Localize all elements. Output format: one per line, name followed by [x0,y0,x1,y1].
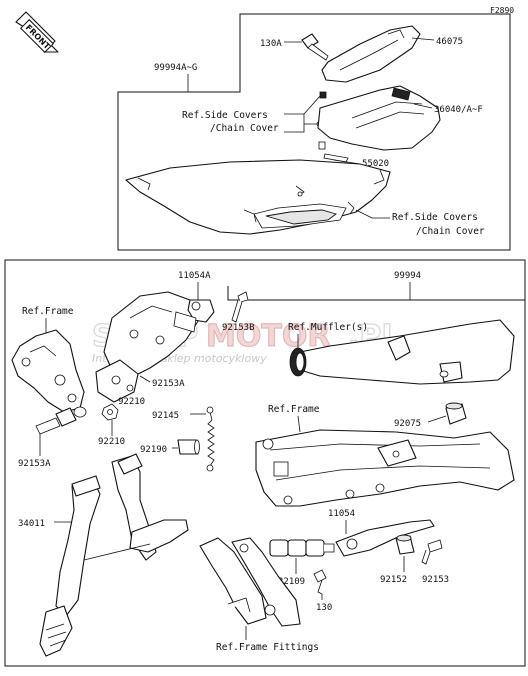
bracket-11054 [335,519,435,557]
figure-code: F2890 [490,6,514,15]
bottom-section: 11054A 99994 SKLEP MOTOR .PL Internetowy… [4,259,526,667]
callout-92153b: 92153B [222,323,255,333]
damper-92075 [445,402,467,425]
cover-36040 [317,85,441,151]
callout-92210-b: 92210 [98,437,125,447]
nut-92210 [101,403,119,421]
callout-92152: 92152 [380,575,407,585]
side-cover-large [125,159,391,235]
callout-92153: 92153 [422,575,449,585]
spring-92145 [206,406,215,472]
bolt-92153a-lower [35,406,87,435]
group-code-bottom: 99994 [394,271,421,281]
callout-92210-a: 92210 [118,397,145,407]
collar-92152 [395,534,415,555]
ref-side-covers-1-line1: Ref.Side Covers [182,110,268,121]
callout-55020: 55020 [362,159,389,169]
callout-130: 130 [316,603,332,613]
bolt-92153b [231,291,249,323]
center-stand-34011 [39,453,189,657]
top-section-frame [117,13,511,251]
callout-11054a: 11054A [178,271,211,281]
ref-frame-fittings: Ref.Frame Fittings [216,642,319,653]
callout-11054: 11054 [328,509,355,519]
ref-frame-left: Ref.Frame [22,306,74,317]
ref-side-covers-2-line1: Ref.Side Covers [392,212,478,223]
callout-92153a-lower: 92153A [18,459,51,469]
frame-fitting [199,537,301,627]
bolt-130 [313,569,327,595]
callout-46075: 46075 [436,37,463,47]
collar-92190 [177,439,200,455]
ref-side-covers-2-line2: /Chain Cover [416,226,485,237]
damper-stack-32109 [269,539,335,557]
cover-46075 [321,25,421,83]
group-code-top: 99994A~G [154,63,197,73]
callout-92075: 92075 [394,419,421,429]
ref-side-covers-1-line2: /Chain Cover [210,123,279,134]
ref-frame-right: Ref.Frame [268,404,320,415]
callout-32109: 32109 [278,577,305,587]
bolt-92153 [421,539,443,565]
callout-92190: 92190 [140,445,167,455]
pivot-assembly [173,299,215,333]
callout-92153a-upper: 92153A [152,379,185,389]
callout-34011: 34011 [18,519,45,529]
callout-36040: 36040/A~F [434,105,483,115]
ref-mufflers: Ref.Muffler(s) [288,322,368,333]
frame-subframe-right [255,429,515,507]
front-arrow-icon: FRONT [15,11,59,53]
callout-130a: 130A [260,39,282,49]
callout-92145: 92145 [152,411,179,421]
bottom-inner-boundary [227,286,525,301]
muffler [289,319,515,385]
bolt-130a [301,33,329,61]
top-section: 99994A~G 130A 46075 Ref.Side Covers /Cha… [117,13,511,251]
bottom-section-frame [4,259,526,667]
watermark-brand-right: MOTOR [206,319,330,354]
